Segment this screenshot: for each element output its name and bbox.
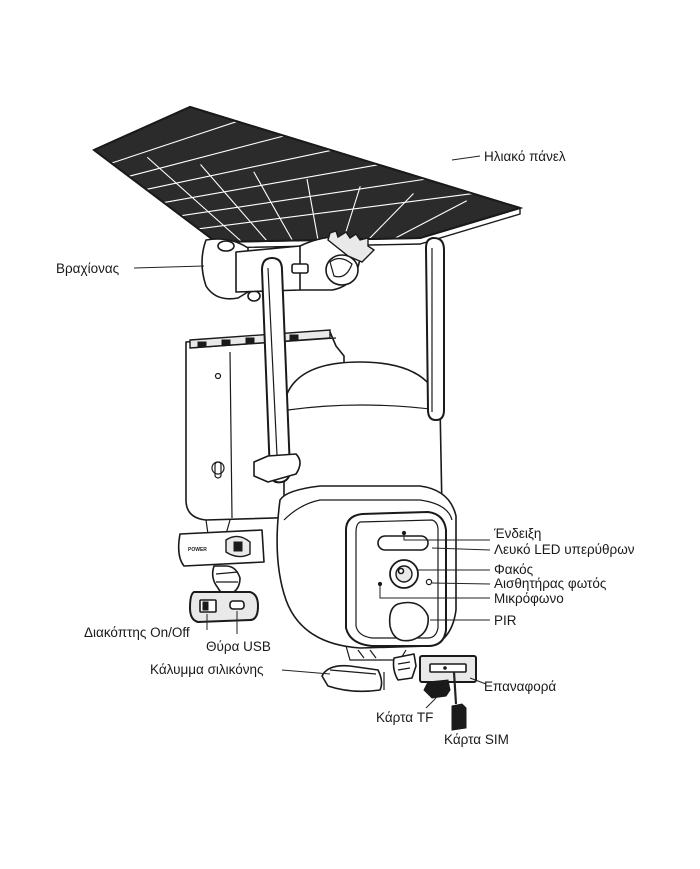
sim-card-icon: [451, 703, 467, 731]
label-usb-port: Θύρα USB: [206, 639, 271, 654]
antenna-illustration: [253, 237, 445, 484]
lens-glass: [395, 565, 413, 583]
pir-sensor: [388, 601, 429, 642]
leader-lines: [133, 155, 491, 709]
label-tf-card: Κάρτα TF: [376, 710, 433, 725]
power-switch-detail: POWER: [177, 529, 265, 624]
label-white-led: Λευκό LED υπερύθρων: [494, 542, 635, 557]
power-marking: POWER: [188, 547, 207, 553]
label-microphone: Μικρόφωνο: [494, 591, 564, 606]
bracket-illustration: [201, 230, 376, 302]
silicone-cover-illustration: [321, 664, 385, 693]
reset-hole: [443, 666, 447, 670]
label-pir: PIR: [494, 613, 517, 628]
label-sim-card: Κάρτα SIM: [444, 732, 509, 747]
solar-cells: [94, 107, 520, 242]
label-lens: Φακός: [494, 562, 534, 577]
light-sensor: [425, 578, 433, 586]
labels: Ηλιακό πάνελ Βραχίονας Ένδειξη Λευκό LED…: [56, 149, 635, 747]
white-led: [377, 535, 429, 551]
label-on-off-switch: Διακόπτης On/Off: [84, 625, 190, 640]
label-reset: Επαναφορά: [484, 679, 556, 694]
usb-port-part: [229, 600, 245, 610]
tf-card-icon: [423, 679, 451, 699]
solar-panel-illustration: [92, 105, 524, 249]
label-bracket: Βραχίονας: [56, 261, 120, 276]
label-light-sensor: Αισθητήρας φωτός: [494, 576, 607, 591]
microphone-hole: [377, 581, 383, 587]
card-slot-detail: [392, 653, 477, 731]
label-silicone-cover: Κάλυμμα σιλικόνης: [150, 662, 264, 677]
label-indicator: Ένδειξη: [493, 526, 541, 541]
label-solar-panel: Ηλιακό πάνελ: [484, 149, 566, 164]
